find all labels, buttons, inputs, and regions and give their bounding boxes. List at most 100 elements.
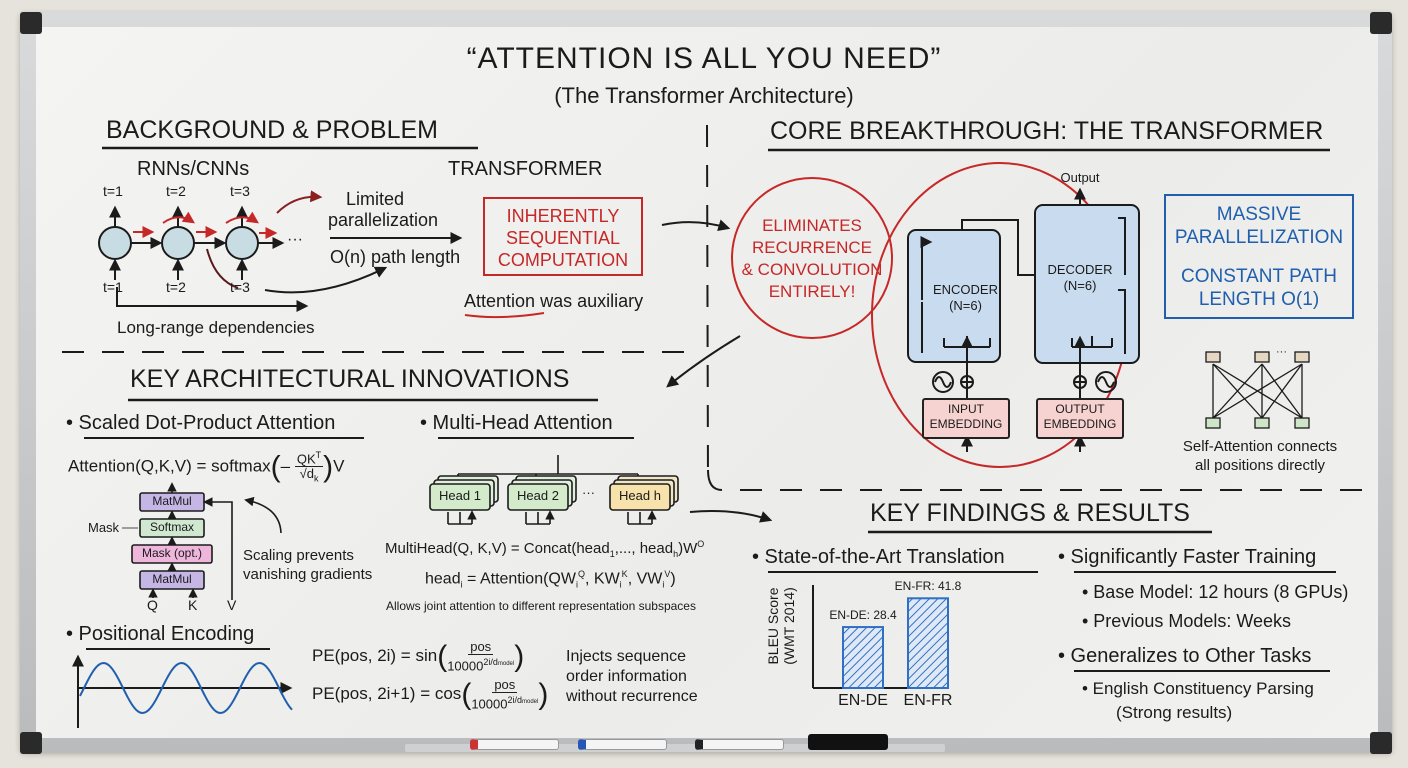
bar-data-label-en-de: EN-DE: 28.4 xyxy=(829,608,897,623)
rnn-node xyxy=(98,226,132,260)
f-sub: i xyxy=(575,579,578,590)
bar-en-de xyxy=(842,626,884,690)
pe-exp: 2i/d xyxy=(483,657,498,667)
frame-corner xyxy=(20,732,42,754)
f-sub: h xyxy=(673,549,679,559)
frame-corner xyxy=(1370,12,1392,34)
f-sub: i xyxy=(460,579,463,590)
benefits-box xyxy=(1164,194,1354,319)
self-attention-diagram xyxy=(1205,351,1310,429)
limited-text: Limited xyxy=(346,189,405,209)
f-part: , KW xyxy=(585,570,620,588)
decoder-n: (N=6) xyxy=(1063,278,1097,293)
pe-num: pos xyxy=(468,639,494,655)
note-line: Scaling prevents xyxy=(243,547,354,564)
long-range-arrow xyxy=(116,287,309,312)
f-sup: K xyxy=(621,569,628,579)
frame-corner xyxy=(1370,732,1392,754)
sequential-line: COMPUTATION xyxy=(497,250,629,270)
note-line: Injects sequence xyxy=(566,648,687,665)
generalizes-title: • Generalizes to Other Tasks xyxy=(1058,645,1312,667)
multi-head-diagram xyxy=(429,455,679,525)
pe-den: 10000 xyxy=(471,696,508,712)
transformer-label: TRANSFORMER xyxy=(448,158,603,180)
pe-exp: 2i/d xyxy=(507,695,522,705)
softmax-block: Softmax xyxy=(149,520,194,534)
matmul-block: MatMul xyxy=(152,494,192,508)
pe-exp-sub: model xyxy=(497,661,515,667)
head-h: Head h xyxy=(619,488,661,503)
mask-block: Mask (opt.) xyxy=(141,546,202,560)
denominator: √d xyxy=(299,466,314,482)
translation-title: • State-of-the-Art Translation xyxy=(752,546,1005,568)
head-i-formula: headi = Attention(QWiQ, KWiK, VWiV) xyxy=(425,569,676,590)
sequential-line: INHERENTLY xyxy=(506,206,620,226)
note-line: order information xyxy=(566,668,687,685)
f-sub: i xyxy=(662,579,665,590)
ylabel-line: BLEU Score xyxy=(765,587,781,665)
f-part: ,..., head xyxy=(614,540,674,557)
note-line: without recurrence xyxy=(566,688,698,705)
caption-line: Self-Attention connects xyxy=(1182,438,1338,455)
k-input: K xyxy=(188,597,198,613)
training-title: • Significantly Faster Training xyxy=(1058,546,1317,568)
encoder-label: ENCODER(N=6) xyxy=(908,282,1023,314)
benefits-text: MASSIVE PARALLELIZATION CONSTANT PATH LE… xyxy=(1165,203,1353,311)
attention-block-diagram xyxy=(122,482,282,600)
encoder-n: (N=6) xyxy=(949,298,982,313)
input-embedding-line: INPUT xyxy=(948,402,984,416)
head-2: Head 2 xyxy=(517,488,559,503)
red-marker[interactable] xyxy=(470,739,559,750)
pe-num: pos xyxy=(492,677,518,693)
black-marker[interactable] xyxy=(695,739,784,750)
bar-data-label-en-fr: EN-FR: 41.8 xyxy=(894,579,962,594)
board-title: “ATTENTION IS ALL YOU NEED” xyxy=(466,42,942,75)
eliminates-line: RECURRENCE xyxy=(752,238,872,257)
decoder-block xyxy=(1034,204,1140,364)
head-1: Head 1 xyxy=(439,488,481,503)
training-item: • Base Model: 12 hours (8 GPUs) xyxy=(1082,582,1349,602)
f-part: head xyxy=(425,570,461,588)
blue-marker[interactable] xyxy=(578,739,667,750)
sequential-box xyxy=(483,197,643,276)
f-part: ) xyxy=(670,570,676,588)
superscript: T xyxy=(315,450,322,460)
f-sup: V xyxy=(664,569,671,579)
findings-heading: KEY FINDINGS & RESULTS xyxy=(870,499,1190,527)
f-sup: O xyxy=(697,539,705,549)
positional-title: • Positional Encoding xyxy=(66,623,255,645)
transition-arrow xyxy=(689,510,773,523)
benefit-line: MASSIVE xyxy=(1216,204,1302,225)
x-tick-en-de: EN-DE xyxy=(838,692,888,709)
subscript: k xyxy=(313,473,319,484)
benefit-line: LENGTH O(1) xyxy=(1198,289,1320,310)
sequential-line: SEQUENTIAL xyxy=(505,228,621,248)
self-attention-ellipsis: ··· xyxy=(1276,346,1287,358)
formula-rhs: V xyxy=(333,456,345,476)
note-line: vanishing gradients xyxy=(243,566,373,583)
time-label: t=1 xyxy=(103,183,123,199)
frame-corner xyxy=(20,12,42,34)
attention-word: Attention xyxy=(464,291,536,311)
x-tick-en-fr: EN-FR xyxy=(903,692,953,709)
rnn-node xyxy=(161,226,195,260)
f-part: = Attention(QW xyxy=(462,570,576,588)
parallelization-text: parallelization xyxy=(328,210,439,230)
encoder-text: ENCODER xyxy=(932,282,998,297)
output-embedding-line: EMBEDDING xyxy=(1043,417,1117,431)
decoder-label: DECODER(N=6) xyxy=(1035,262,1125,294)
eraser[interactable] xyxy=(808,734,888,750)
f-sub: i xyxy=(619,579,622,590)
heads-ellipsis: ··· xyxy=(582,485,595,500)
eliminates-circle xyxy=(731,177,893,339)
background-heading: BACKGROUND & PROBLEM xyxy=(106,116,439,144)
eliminates-text: ELIMINATES RECURRENCE & CONVOLUTION ENTI… xyxy=(732,215,892,303)
time-label: t=3 xyxy=(230,183,250,199)
multihead-title: • Multi-Head Attention xyxy=(420,412,613,434)
